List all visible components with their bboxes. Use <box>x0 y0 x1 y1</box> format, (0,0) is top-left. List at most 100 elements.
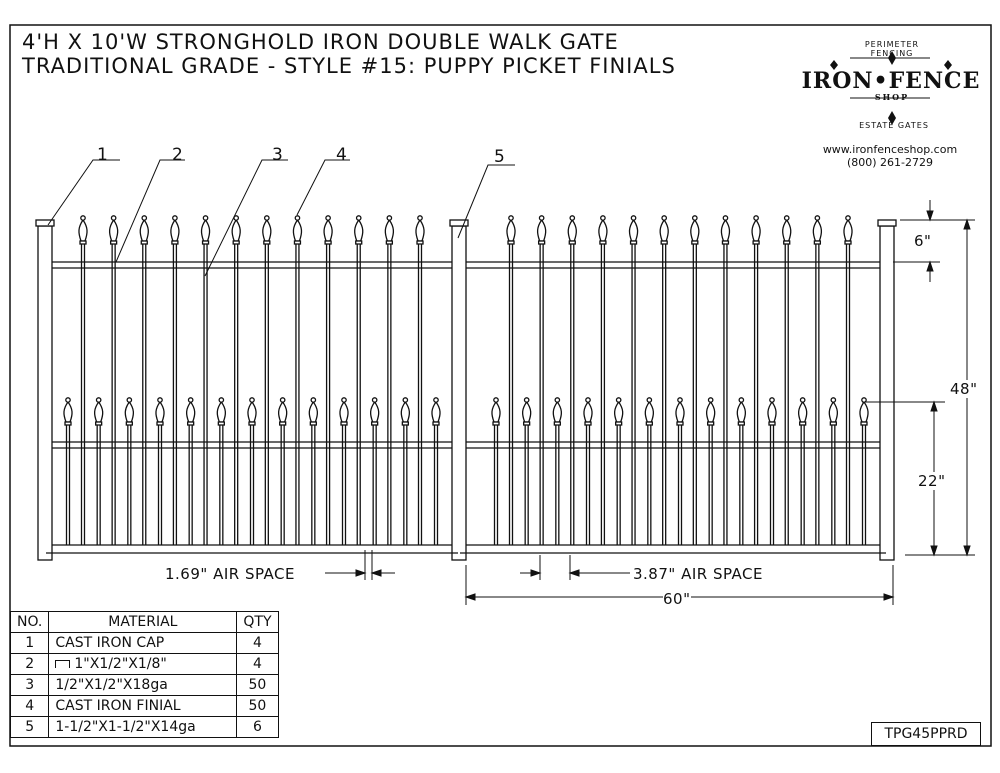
finial <box>370 400 380 423</box>
finial-ball <box>661 215 668 221</box>
gate-elevation <box>35 215 897 561</box>
bill-of-materials: NO. MATERIAL QTY 1 CAST IRON CAP 4 2 1"X… <box>9 611 279 738</box>
finial <box>644 400 654 423</box>
dim-air-space-right: 3.87" AIR SPACE <box>633 565 763 583</box>
finial <box>736 400 746 423</box>
finial-collar <box>309 421 317 426</box>
dim-height: 48" <box>950 380 978 398</box>
dim-arrowhead <box>926 210 934 222</box>
finial-ball <box>722 215 729 221</box>
finial-ball <box>508 215 514 221</box>
dim-arrowhead <box>963 218 971 230</box>
callout-leaders <box>47 159 515 277</box>
drawing-code: TPG45PPRD <box>871 722 981 746</box>
bom-qty: 50 <box>236 674 279 696</box>
leader-3 <box>204 159 288 277</box>
finial-ball <box>691 215 698 221</box>
logo-seal <box>830 51 952 125</box>
finial-collar <box>568 240 576 245</box>
finial-ball <box>65 397 71 403</box>
finial-collar <box>140 240 148 245</box>
leader-5 <box>457 164 515 239</box>
finial-ball <box>157 397 163 403</box>
finial <box>139 218 149 242</box>
bom-row: 3 1/2"X1/2"X18ga 50 <box>9 674 279 696</box>
finial <box>292 218 303 242</box>
finial-collar <box>860 421 868 426</box>
finial-collar <box>799 421 807 426</box>
dim-width: 60" <box>663 590 691 608</box>
finial-collar <box>217 421 225 426</box>
bom-qty: 6 <box>236 716 279 738</box>
dim-air-space-left: 1.69" AIR SPACE <box>165 565 295 583</box>
dim-lower-height: 22" <box>918 472 946 490</box>
logo-dot: • <box>873 68 889 94</box>
finial-collar <box>660 240 668 245</box>
bom-material: 1/2"X1/2"X18ga <box>48 674 238 696</box>
dim-arrowhead <box>930 400 938 412</box>
finial-collar <box>171 240 179 245</box>
finial-collar <box>783 240 791 245</box>
dim-top-spacing: 6" <box>914 232 932 250</box>
finial-collar <box>263 240 271 245</box>
finial-ball <box>646 397 653 403</box>
gate-post <box>451 225 467 561</box>
finial <box>108 218 119 242</box>
finial-collar <box>676 421 684 426</box>
finial-ball <box>769 397 775 403</box>
bom-row: 1 CAST IRON CAP 4 <box>9 632 279 654</box>
finial <box>491 400 501 423</box>
dim-arrowhead <box>568 569 580 577</box>
finial <box>859 400 869 423</box>
gate-post <box>879 225 895 561</box>
finial-ball <box>799 397 806 403</box>
finial <box>216 400 226 423</box>
finial <box>384 218 395 242</box>
finial-ball <box>677 397 683 403</box>
finial-ball <box>814 215 821 221</box>
dim-arrowhead <box>464 593 476 601</box>
finial <box>339 400 349 423</box>
finial-collar <box>385 240 394 245</box>
finial-ball <box>279 397 286 403</box>
finial <box>231 218 241 242</box>
bom-no: 2 <box>9 653 50 675</box>
finial-collar <box>615 421 623 426</box>
logo-top-arc: PERIMETER FENCING <box>864 40 920 58</box>
finial-collar <box>79 240 87 245</box>
finial-ball <box>187 397 194 403</box>
bom-no: 4 <box>9 695 50 717</box>
finial-collar <box>829 421 837 426</box>
finial-collar <box>64 421 72 426</box>
finial <box>354 218 364 242</box>
finial-collar <box>645 421 653 426</box>
finial-collar <box>584 421 592 426</box>
finial-collar <box>537 240 546 245</box>
finial-collar <box>768 421 776 426</box>
channel-icon <box>55 660 71 668</box>
dim-arrowhead <box>530 569 542 577</box>
finial-collar <box>553 421 561 426</box>
dim-arrowhead <box>963 545 971 557</box>
finial <box>400 400 410 423</box>
bom-no: 5 <box>9 716 50 738</box>
finial-collar <box>340 421 348 426</box>
bom-qty: 50 <box>236 695 279 717</box>
finial-collar <box>432 421 440 426</box>
logo-brand-fence: FENCE <box>888 68 981 94</box>
website-text: www.ironfenceshop.com <box>822 143 958 156</box>
finial-ball <box>417 215 423 221</box>
post-cap <box>35 219 55 227</box>
post-cap <box>877 219 897 227</box>
finial <box>567 218 577 242</box>
finial <box>675 400 685 423</box>
finial-collar <box>293 240 302 245</box>
finial-collar <box>599 240 607 245</box>
finial <box>614 400 624 423</box>
finial <box>170 218 180 242</box>
finial <box>812 218 823 242</box>
finial-ball <box>294 215 301 221</box>
dim-arrowhead <box>926 260 934 272</box>
finial <box>506 218 516 242</box>
finial <box>247 400 257 423</box>
